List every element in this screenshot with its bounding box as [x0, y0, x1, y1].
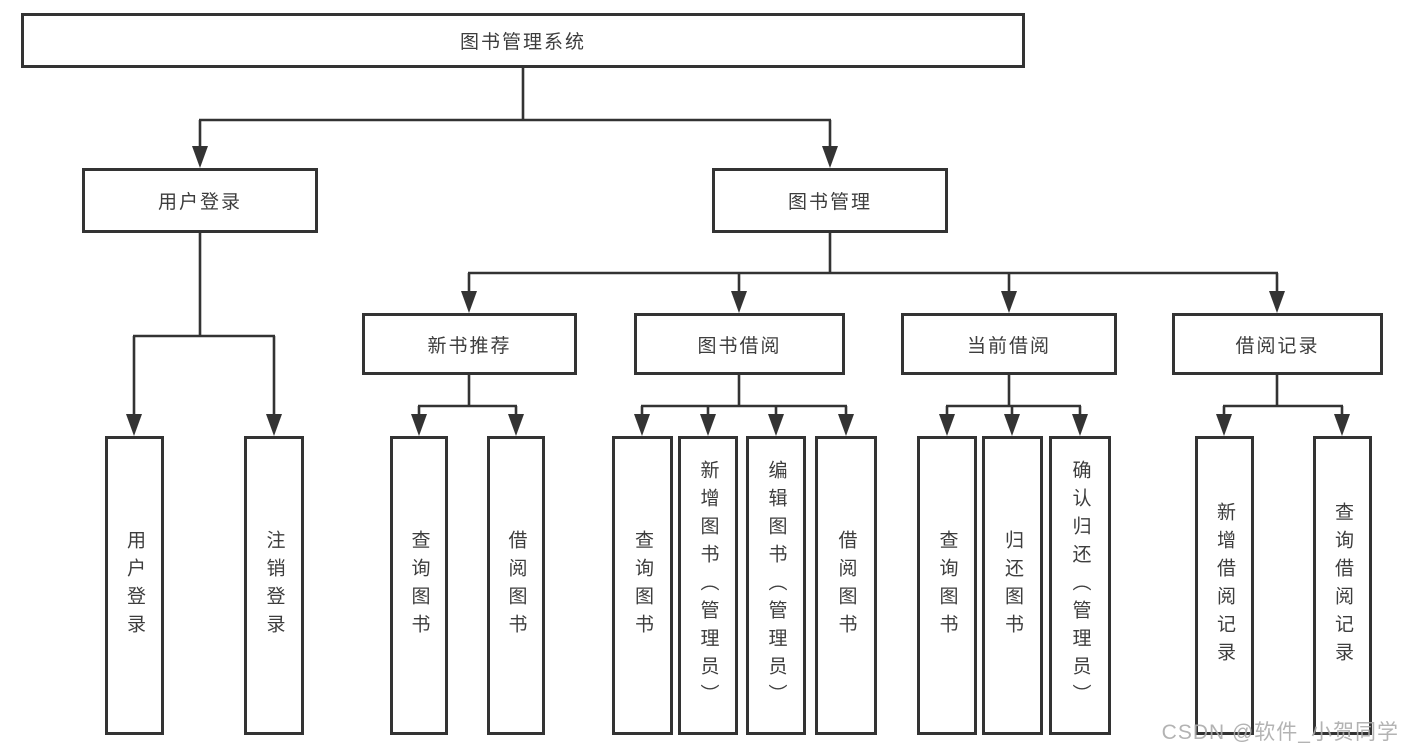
node-new-book-recommend: 新书推荐 — [362, 313, 577, 375]
leaf-edit-books-admin: 编辑图书（管理员） — [746, 436, 806, 735]
node-book-management-branch: 图书管理 — [712, 168, 948, 233]
node-label: 图书管理 — [787, 192, 872, 213]
node-label: 当前借阅 — [966, 335, 1051, 357]
node-current-borrowing: 当前借阅 — [901, 313, 1117, 375]
node-label: 归还图书 — [1002, 529, 1023, 642]
node-library-system: 图书管理系统 — [21, 13, 1025, 68]
leaf-user-login: 用户登录 — [105, 436, 164, 735]
node-label: 借阅记录 — [1235, 335, 1320, 357]
leaf-borrow-books: 借阅图书 — [815, 436, 877, 735]
node-label: 图书借阅 — [697, 335, 782, 357]
leaf-query-books-borrowing: 查询图书 — [612, 436, 673, 735]
leaf-logout: 注销登录 — [244, 436, 304, 735]
node-label: 注销登录 — [263, 529, 285, 642]
leaf-query-books-recommend: 查询图书 — [390, 436, 448, 735]
leaf-query-books-current: 查询图书 — [917, 436, 977, 735]
node-label: 查询借阅记录 — [1332, 501, 1353, 670]
leaf-confirm-return-admin: 确认归还（管理员） — [1049, 436, 1111, 735]
node-label: 确认归还（管理员） — [1069, 459, 1091, 712]
node-book-borrowing: 图书借阅 — [634, 313, 845, 375]
node-borrow-records: 借阅记录 — [1172, 313, 1383, 375]
node-label: 图书管理系统 — [459, 32, 586, 53]
node-label: 借阅图书 — [835, 529, 857, 642]
node-label: 编辑图书（管理员） — [765, 459, 787, 712]
node-label: 用户登录 — [157, 192, 242, 213]
node-label: 新书推荐 — [427, 335, 512, 357]
leaf-return-books: 归还图书 — [982, 436, 1043, 735]
leaf-add-books-admin: 新增图书（管理员） — [678, 436, 738, 735]
node-label: 查询图书 — [936, 529, 958, 642]
leaf-add-borrow-record: 新增借阅记录 — [1195, 436, 1254, 735]
leaf-query-borrow-record: 查询借阅记录 — [1313, 436, 1372, 735]
node-label: 查询图书 — [632, 529, 653, 642]
node-label: 新增图书（管理员） — [697, 459, 719, 712]
leaf-borrow-books-recommend: 借阅图书 — [487, 436, 545, 735]
watermark: CSDN @软件_小贺同学 — [1161, 721, 1399, 744]
node-label: 新增借阅记录 — [1214, 501, 1235, 670]
node-label: 用户登录 — [124, 529, 145, 642]
node-user-login-branch: 用户登录 — [82, 168, 318, 233]
node-label: 借阅图书 — [505, 529, 527, 642]
node-label: 查询图书 — [408, 529, 430, 642]
